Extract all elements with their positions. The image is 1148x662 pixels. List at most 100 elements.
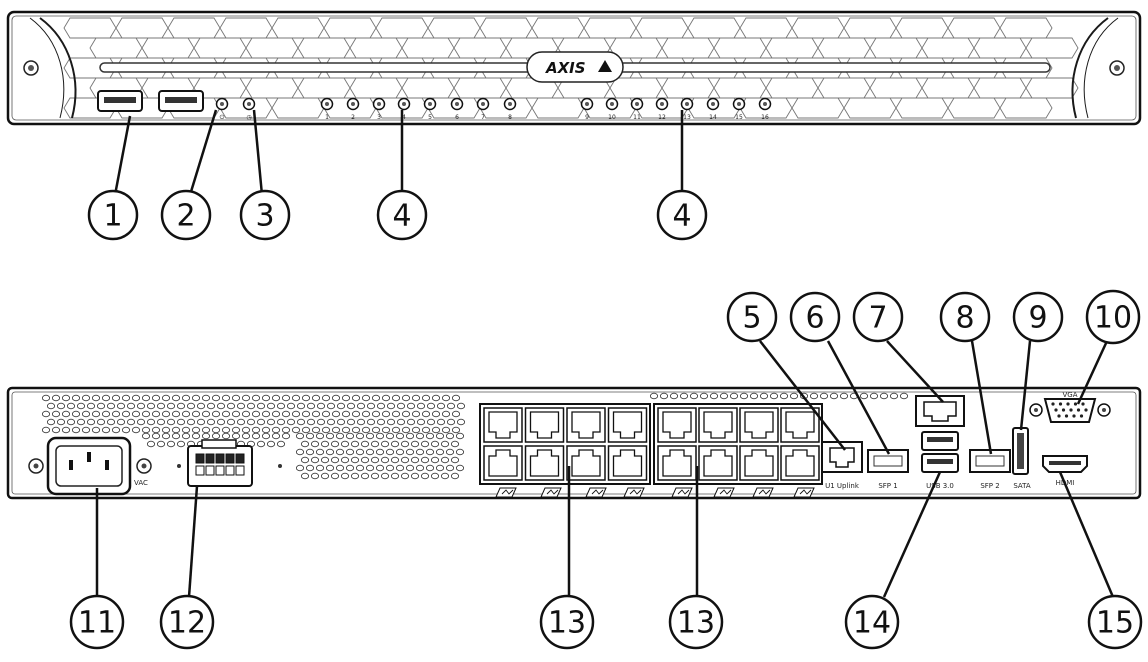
svg-text:7: 7 xyxy=(868,301,887,336)
port-led-5: 5 xyxy=(423,97,437,121)
svg-text:13: 13 xyxy=(677,606,715,641)
sfp2-port[interactable]: SFP 2 xyxy=(969,449,1011,490)
port-led-number: 4 xyxy=(402,114,406,121)
sfp1-label: SFP 1 xyxy=(878,482,897,490)
port-led-number: 14 xyxy=(709,114,717,121)
brand-logo: AXIS xyxy=(526,51,624,83)
callout-3: 3 xyxy=(239,189,291,241)
callout-7: 7 xyxy=(852,291,904,343)
callout-10: 10 xyxy=(1085,289,1141,345)
svg-text:◷: ◷ xyxy=(246,114,251,121)
port-led-9: 9 xyxy=(580,97,594,121)
svg-text:⏻: ⏻ xyxy=(220,114,225,121)
port-led-number: 3 xyxy=(377,114,381,121)
vac-label: VAC xyxy=(134,479,148,487)
port-led-13: 13 xyxy=(680,97,694,121)
svg-text:14: 14 xyxy=(853,606,891,641)
port-led-number: 6 xyxy=(455,114,459,121)
port-led-6: 6 xyxy=(450,97,464,121)
port-led-10: 10 xyxy=(605,97,619,121)
callouts: 1 2 3 4 4 5 6 7 8 9 10 11 12 13 13 14 15 xyxy=(69,189,1143,650)
port-led-number: 1 xyxy=(325,114,329,121)
svg-text:9: 9 xyxy=(1028,301,1047,336)
port-led-2: 2 xyxy=(346,97,360,121)
front-usb-port-1[interactable] xyxy=(97,90,143,112)
sfp1-port[interactable]: SFP 1 xyxy=(867,449,909,490)
port-led-15: 15 xyxy=(732,97,746,121)
front-usb-port-2[interactable] xyxy=(158,90,204,112)
callout-5: 5 xyxy=(726,291,778,343)
svg-text:4: 4 xyxy=(672,199,691,234)
sata-port[interactable]: SATA xyxy=(1012,427,1031,490)
port-led-number: 9 xyxy=(585,114,589,121)
callout-4-a: 4 xyxy=(376,189,428,241)
callout-9: 9 xyxy=(1012,291,1064,343)
front-right-ear xyxy=(1071,17,1125,119)
svg-text:11: 11 xyxy=(78,606,116,641)
port-led-number: 13 xyxy=(683,114,691,121)
port-led-number: 5 xyxy=(428,114,432,121)
callout-11: 11 xyxy=(69,594,125,650)
svg-text:13: 13 xyxy=(548,606,586,641)
uplink-label: U1 Uplink xyxy=(825,482,860,490)
port-led-7: 7 xyxy=(476,97,490,121)
port-led-14: 14 xyxy=(706,97,720,121)
vga-port[interactable]: VGA xyxy=(1029,391,1111,423)
svg-text:4: 4 xyxy=(392,199,411,234)
brand-logo-text: AXIS xyxy=(545,59,586,77)
front-panel: AXIS ⏻ xyxy=(6,10,1142,126)
port-led-1: 1 xyxy=(320,97,334,121)
svg-text:5: 5 xyxy=(742,301,761,336)
svg-text:12: 12 xyxy=(168,606,206,641)
svg-text:3: 3 xyxy=(255,199,274,234)
vga-label: VGA xyxy=(1062,391,1077,399)
port-led-3: 3 xyxy=(372,97,386,121)
callout-1: 1 xyxy=(87,189,139,241)
callout-14: 14 xyxy=(844,594,900,650)
sfp2-label: SFP 2 xyxy=(980,482,999,490)
svg-text:6: 6 xyxy=(805,301,824,336)
svg-text:8: 8 xyxy=(955,301,974,336)
port-led-4: 4 xyxy=(397,97,411,121)
port-led-16: 16 xyxy=(758,97,772,121)
svg-text:10: 10 xyxy=(1094,301,1132,336)
callout-6: 6 xyxy=(789,291,841,343)
port-led-number: 16 xyxy=(761,114,769,121)
usb3-ports[interactable]: USB 3.0 xyxy=(921,431,959,490)
callout-2: 2 xyxy=(160,189,212,241)
port-led-number: 15 xyxy=(735,114,743,121)
status-led: ◷ xyxy=(242,97,256,121)
callout-13-a: 13 xyxy=(539,594,595,650)
port-led-number: 2 xyxy=(351,114,355,121)
port-led-8: 8 xyxy=(503,97,517,121)
front-left-ear xyxy=(23,17,77,119)
usb3-label: USB 3.0 xyxy=(926,482,954,490)
svg-text:2: 2 xyxy=(176,199,195,234)
port-led-12: 12 xyxy=(655,97,669,121)
svg-text:15: 15 xyxy=(1096,606,1134,641)
port-led-number: 8 xyxy=(508,114,512,121)
callout-4-b: 4 xyxy=(656,189,708,241)
back-panel: VAC U1 Uplink SFP xyxy=(6,386,1142,500)
terminal-block-connector[interactable] xyxy=(177,439,282,487)
management-network-port[interactable] xyxy=(915,395,965,427)
port-led-11: 11 xyxy=(630,97,644,121)
sata-label: SATA xyxy=(1013,482,1031,490)
port-led-number: 11 xyxy=(633,114,641,121)
poe-port-block-1 xyxy=(479,403,651,485)
callout-12: 12 xyxy=(159,594,215,650)
front-vent-hex-pattern xyxy=(63,17,1079,119)
svg-text:1: 1 xyxy=(103,199,122,234)
poe-port-block-2 xyxy=(653,403,823,485)
callout-13-b: 13 xyxy=(668,594,724,650)
port-led-number: 7 xyxy=(481,114,485,121)
callout-8: 8 xyxy=(939,291,991,343)
ac-power-inlet[interactable]: VAC xyxy=(28,436,152,496)
poe-labels xyxy=(495,487,815,498)
power-led: ⏻ xyxy=(215,97,229,121)
port-led-number: 12 xyxy=(658,114,666,121)
callout-leader-lines xyxy=(95,109,1115,598)
uplink-port[interactable]: U1 Uplink xyxy=(821,441,863,490)
